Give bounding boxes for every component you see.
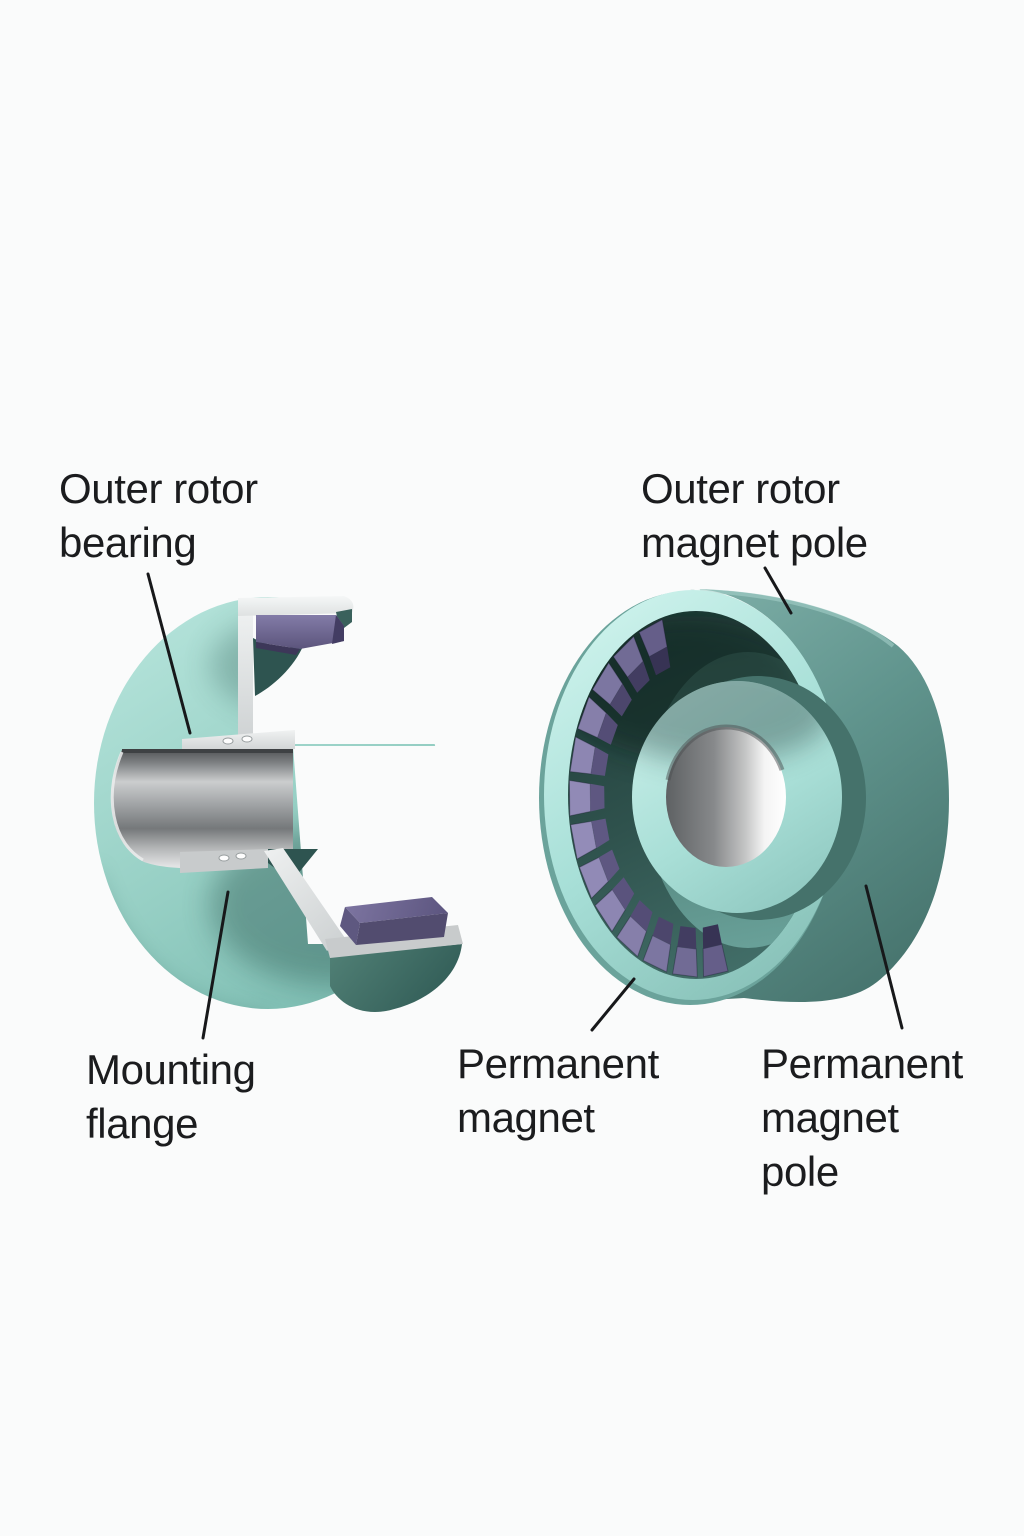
hub-bore [666, 727, 786, 867]
leader-permanent-magnet [590, 977, 636, 1032]
permanent-magnet-bottom [340, 897, 448, 945]
permanent-magnet-segment-edge [591, 818, 610, 849]
permanent-magnet-top [256, 615, 344, 655]
label-outer-rotor-magnet-pole: Outer rotor magnet pole [641, 465, 868, 566]
flange-screw [241, 735, 253, 743]
bore-top-shadow [665, 724, 785, 781]
permanent-magnet-segment-edge [649, 646, 671, 676]
leader-permanent-magnet-pole [864, 884, 904, 1030]
leader-outer-rotor-bearing [146, 572, 192, 735]
flange-screw [235, 852, 247, 860]
leader-lines [146, 566, 904, 1040]
cutaway-gap-lower [293, 746, 470, 944]
assembled-rotor-view [539, 588, 949, 1005]
cut-face-vertical [238, 600, 253, 747]
flange-screw [218, 854, 230, 862]
permanent-magnet-segment-edge [590, 783, 605, 812]
cut-face-diagonal [264, 848, 345, 951]
cut-face-mid-flange [182, 730, 295, 754]
drum-top-highlight [699, 589, 895, 648]
permanent-magnet-segment-edge [610, 683, 632, 717]
permanent-magnet-segment-edge [612, 877, 635, 910]
leader-outer-rotor-magnet-pole [763, 566, 793, 615]
label-permanent-magnet-pole: Permanent magnet pole [761, 1040, 963, 1195]
label-outer-rotor-bearing: Outer rotor bearing [59, 465, 258, 566]
bearing-left-highlight [110, 751, 144, 862]
permanent-magnet-segment [568, 779, 592, 817]
label-permanent-magnet: Permanent magnet [457, 1040, 659, 1141]
hub-shading [632, 681, 834, 763]
label-mounting-flange: Mounting flange [86, 1046, 256, 1147]
leader-mounting-flange [201, 890, 230, 1040]
permanent-magnet-segment-edge [702, 924, 722, 949]
permanent-magnet-segment-edge [597, 713, 618, 745]
permanent-magnet-segment-edge [591, 747, 609, 776]
permanent-magnet-segment-edge [630, 900, 653, 932]
outer-rotor-bearing-cylinder [111, 750, 294, 869]
permanent-magnet-segment-edge [627, 661, 650, 693]
cutaway-rotor-view [94, 596, 470, 1012]
flange-screw [222, 737, 234, 745]
rotor-drum-body [690, 588, 949, 1003]
permanent-magnet-segment [672, 946, 698, 978]
bearing-top-edge [122, 749, 293, 753]
cut-face-top-band [238, 596, 354, 616]
rotor-foot-body [330, 944, 462, 1012]
permanent-magnet-segment-edge [677, 926, 697, 949]
permanent-magnet-ring [568, 618, 729, 978]
permanent-magnet-segment-edge [652, 916, 674, 945]
permanent-magnet-segment-edge [599, 849, 620, 882]
